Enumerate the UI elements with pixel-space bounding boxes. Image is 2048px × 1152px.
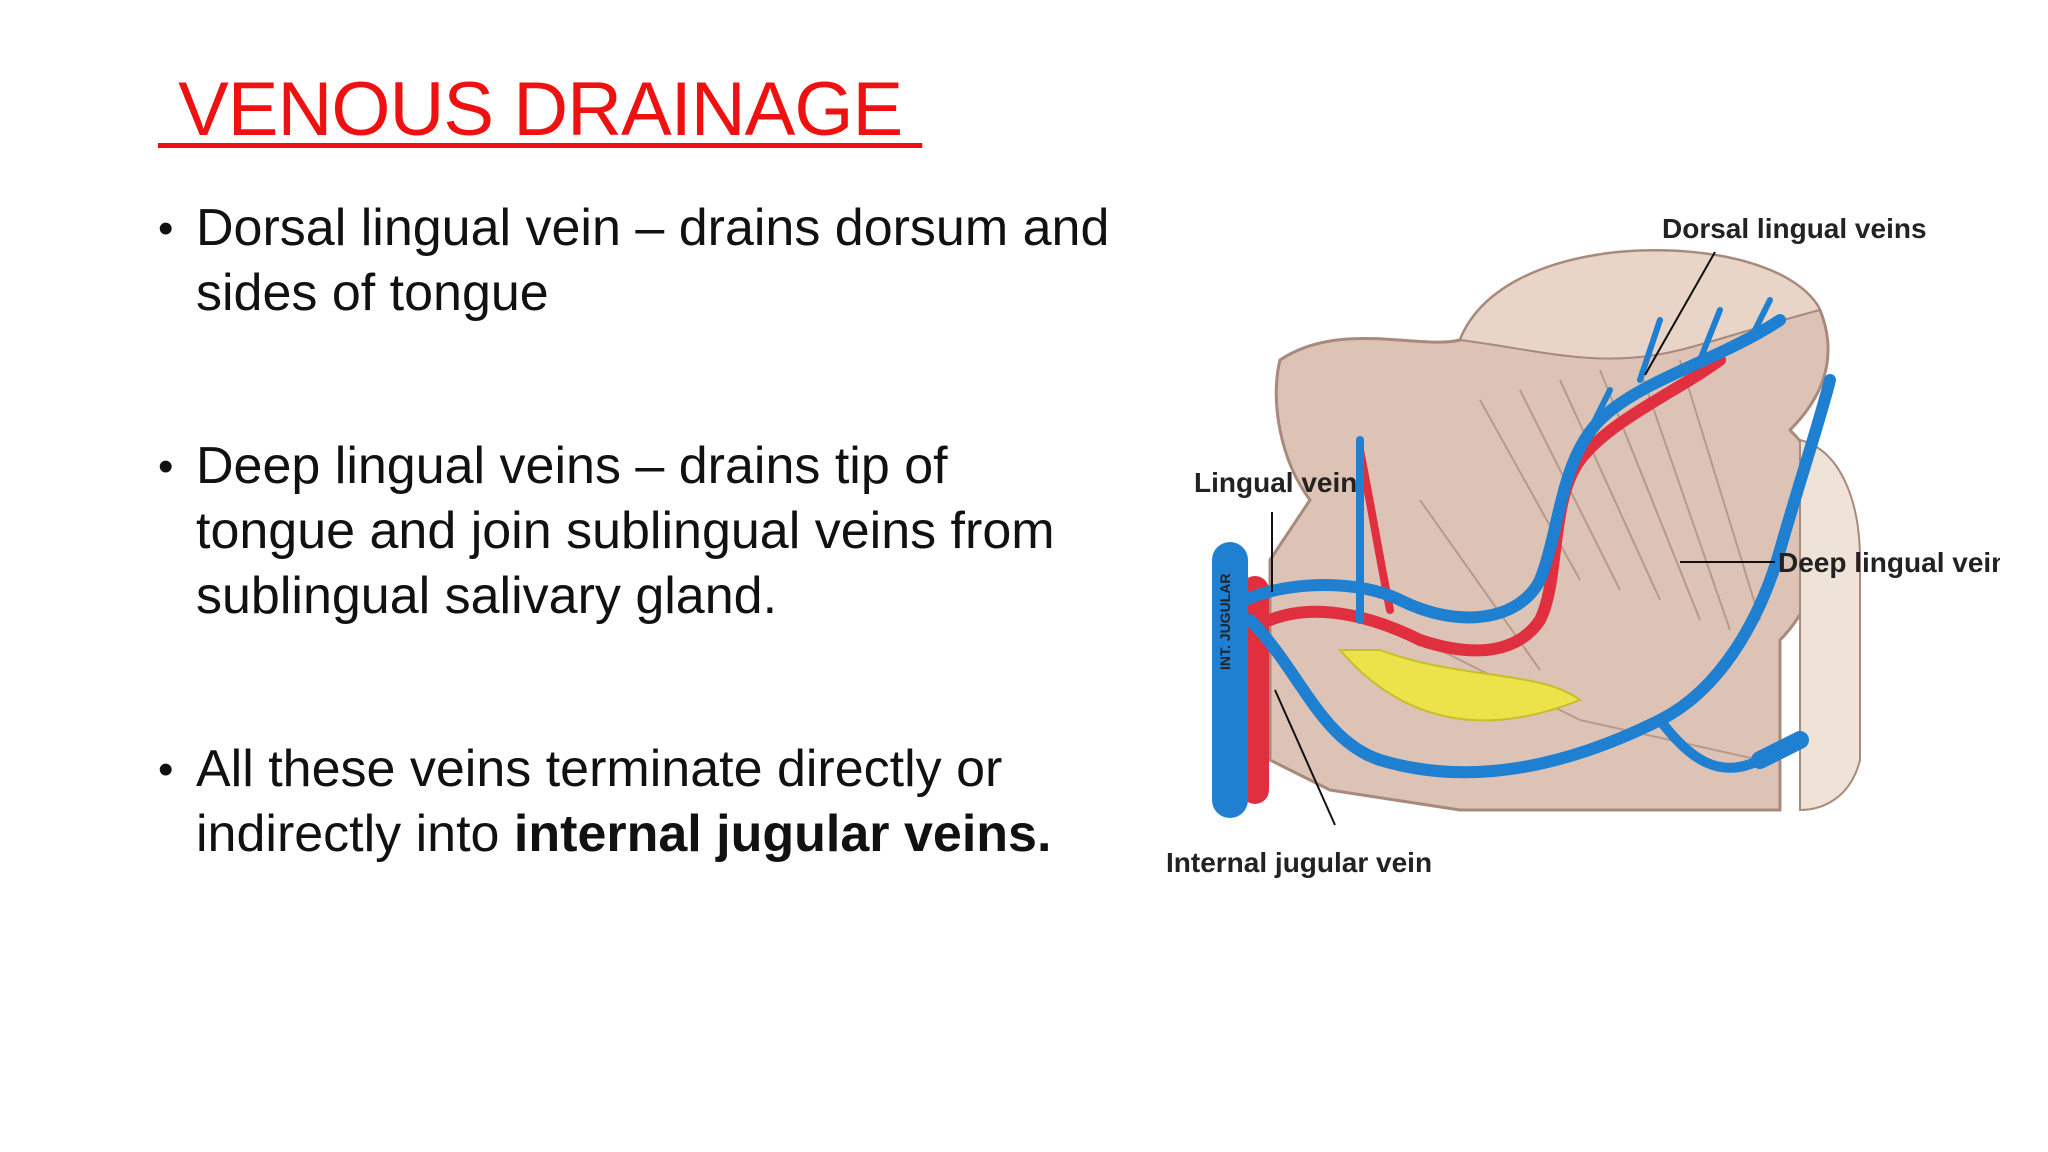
lingual-vein-label: Lingual vein: [1194, 467, 1357, 498]
bullet-dot-icon: •: [158, 745, 174, 794]
bullet-item-deep: • Deep lingual veins – drains tip of ton…: [158, 434, 1118, 629]
bullet-dot-icon: •: [158, 442, 174, 491]
bullet-item-dorsal: • Dorsal lingual vein – drains dorsum an…: [158, 196, 1118, 326]
bullet-text: Dorsal lingual vein – drains dorsum and …: [196, 199, 1110, 322]
lingual-veins: [1212, 297, 1836, 818]
mandible-bone-shape: [1799, 438, 1861, 812]
tongue-venous-diagram: INT. JUGULAR Dorsal lingual veins Lingua…: [1160, 200, 2000, 900]
internal-jugular-vein-label: Internal jugular vein: [1166, 847, 1432, 878]
bullet-dot-icon: •: [158, 204, 174, 253]
dorsal-lingual-veins-label: Dorsal lingual veins: [1662, 213, 1927, 244]
deep-lingual-vein-label: Deep lingual vein: [1778, 547, 2000, 578]
tongue-illustration: INT. JUGULAR Dorsal lingual veins Lingua…: [1166, 213, 2000, 878]
slide-title: VENOUS DRAINAGE: [158, 67, 923, 152]
tongue-dorsum-shape: [1458, 249, 1822, 360]
hypoglossal-nerve-shape: [1337, 649, 1583, 722]
bullet-item-termination: • All these veins terminate directly or …: [158, 737, 1118, 867]
bullet-list: • Dorsal lingual vein – drains dorsum an…: [158, 196, 1118, 867]
jugular-vessel-label: INT. JUGULAR: [1217, 574, 1233, 670]
bullet-text: Deep lingual veins – drains tip of tongu…: [196, 437, 1055, 625]
bullet-bold-text: internal jugular veins.: [513, 805, 1052, 863]
label-leader-lines: [1271, 251, 1775, 826]
bullet-text: All these veins terminate directly or in…: [196, 740, 1003, 863]
